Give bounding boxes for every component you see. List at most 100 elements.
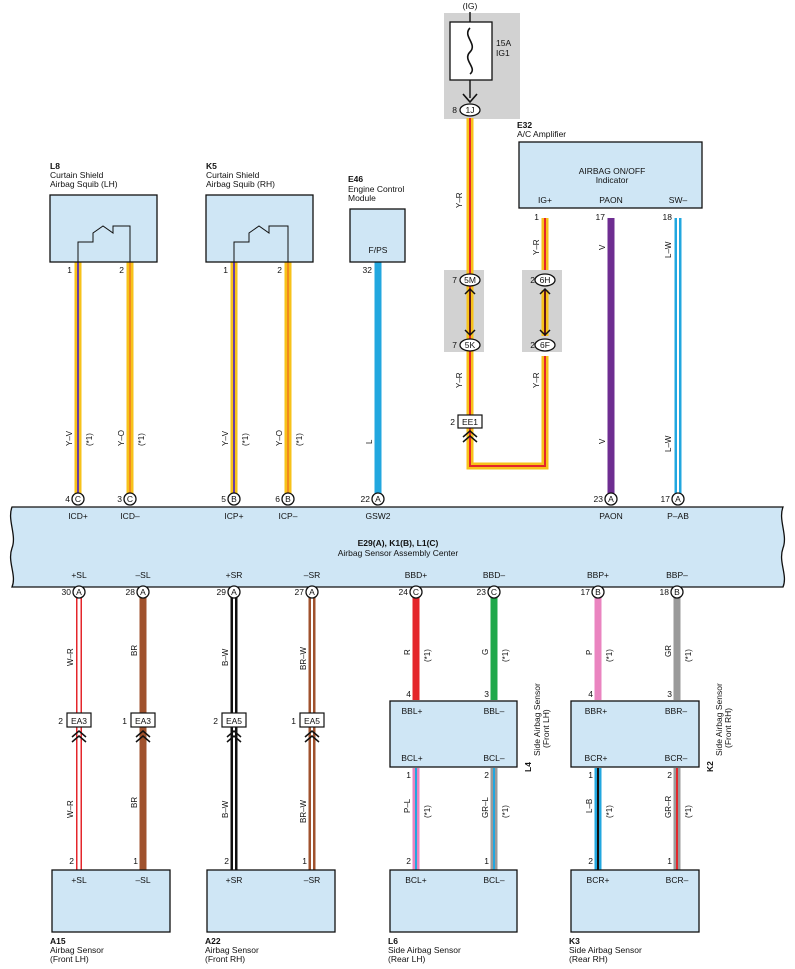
svg-text:EA3: EA3 (71, 716, 87, 726)
svg-text:EA5: EA5 (304, 716, 320, 726)
svg-text:A: A (76, 587, 82, 597)
svg-text:(*1): (*1) (605, 649, 614, 662)
svg-text:1: 1 (122, 716, 127, 726)
svg-text:Y–R: Y–R (532, 372, 541, 388)
svg-text:BR–W: BR–W (299, 799, 308, 823)
e32-box (518, 141, 703, 209)
svg-text:L–B: L–B (585, 799, 594, 813)
svg-text:GR–R: GR–R (664, 796, 673, 818)
svg-text:2: 2 (530, 275, 535, 285)
k5-code: K5 (206, 161, 217, 171)
svg-text:EA3: EA3 (135, 716, 151, 726)
svg-text:7: 7 (452, 340, 457, 350)
sensor-a15: 2 1 +SL –SL A15 Airbag Sensor (Front LH) (50, 856, 171, 964)
svg-text:2: 2 (213, 716, 218, 726)
svg-text:C: C (413, 587, 419, 597)
svg-text:(Rear RH): (Rear RH) (569, 954, 608, 964)
svg-text:7: 7 (452, 275, 457, 285)
svg-text:(*1): (*1) (501, 649, 510, 662)
wires (74, 118, 682, 870)
l4-p1: 4 (406, 689, 411, 699)
svg-text:17: 17 (661, 494, 671, 504)
junction-5m: 7 5M (452, 273, 481, 295)
svg-text:1: 1 (302, 856, 307, 866)
e32-t3: SW– (669, 195, 688, 205)
svg-text:K3: K3 (569, 936, 580, 946)
svg-text:BCL–: BCL– (483, 875, 505, 885)
svg-text:(*1): (*1) (295, 433, 304, 446)
sensor-l6: 2 1 BCL+ BCL– L6 Side Airbag Sensor (Rea… (388, 856, 518, 964)
svg-text:A: A (375, 494, 381, 504)
splice-ee1: 2 EE1 (450, 414, 483, 443)
svg-text:A15: A15 (50, 936, 66, 946)
svg-text:A22: A22 (205, 936, 221, 946)
svg-text:1: 1 (484, 856, 489, 866)
svg-text:GR: GR (664, 645, 673, 657)
svg-text:+SL: +SL (71, 570, 87, 580)
k5-name1: Curtain Shield (206, 170, 260, 180)
top-wire-labels: Y–V (*1) Y–O (*1) Y–V (*1) Y–O (*1) L Y–… (65, 192, 673, 452)
svg-text:30: 30 (62, 587, 72, 597)
squib-icon-k5 (233, 225, 289, 262)
svg-text:+SL: +SL (71, 875, 87, 885)
k5-pin2: 2 (277, 265, 282, 275)
svg-text:GR–L: GR–L (481, 797, 490, 818)
splice-ea3-a: 2 EA3 (58, 712, 92, 743)
svg-text:ICD+: ICD+ (68, 511, 88, 521)
e46-terminal: F/PS (369, 245, 388, 255)
k5-name2: Airbag Squib (RH) (206, 179, 275, 189)
svg-text:L: L (365, 439, 374, 444)
fuse-icon (466, 27, 474, 75)
e32-title1: AIRBAG ON/OFF (579, 166, 646, 176)
svg-text:Y–V: Y–V (65, 430, 74, 446)
k2-code: K2 (705, 761, 715, 772)
svg-text:BCR–: BCR– (666, 875, 689, 885)
e32-p2: 17 (596, 212, 606, 222)
svg-text:2: 2 (224, 856, 229, 866)
l8-pin2: 2 (119, 265, 124, 275)
svg-text:+SR: +SR (226, 570, 243, 580)
svg-text:W–R: W–R (66, 800, 75, 818)
svg-text:6: 6 (275, 494, 280, 504)
junction-6h: 2 6H (530, 273, 556, 295)
l4-t3: BCL+ (401, 753, 423, 763)
svg-text:B–W: B–W (221, 648, 230, 666)
svg-text:5: 5 (221, 494, 226, 504)
svg-text:V: V (598, 438, 607, 444)
e32-title2: Indicator (596, 175, 629, 185)
svg-text:EE1: EE1 (462, 417, 478, 427)
svg-text:GSW2: GSW2 (365, 511, 390, 521)
k5-box (205, 194, 314, 263)
svg-text:B: B (285, 494, 291, 504)
l4-name1: Side Airbag Sensor (532, 683, 542, 756)
svg-text:G: G (481, 649, 490, 655)
connector-1j: 1J (459, 93, 481, 117)
svg-text:23: 23 (477, 587, 487, 597)
e46-name1: Engine Control (348, 184, 404, 194)
k2-t1: BBR+ (585, 706, 607, 716)
svg-text:1: 1 (291, 716, 296, 726)
e46-box (349, 208, 406, 263)
svg-text:L–W: L–W (664, 435, 673, 452)
svg-text:EA5: EA5 (226, 716, 242, 726)
svg-text:2: 2 (69, 856, 74, 866)
svg-text:B: B (231, 494, 237, 504)
svg-text:C: C (127, 494, 133, 504)
svg-text:Side Airbag Sensor: Side Airbag Sensor (388, 945, 461, 955)
ig-label: (IG) (463, 1, 478, 11)
e46-code: E46 (348, 174, 363, 184)
ecu-code: E29(A), K1(B), L1(C) (358, 538, 439, 548)
svg-text:(*1): (*1) (684, 649, 693, 662)
svg-text:B: B (674, 587, 680, 597)
svg-text:(*1): (*1) (605, 805, 614, 818)
svg-text:(*1): (*1) (423, 649, 432, 662)
ecu-pin-bottom-0: 30 A +SL (62, 570, 87, 599)
l8-name1: Curtain Shield (50, 170, 104, 180)
